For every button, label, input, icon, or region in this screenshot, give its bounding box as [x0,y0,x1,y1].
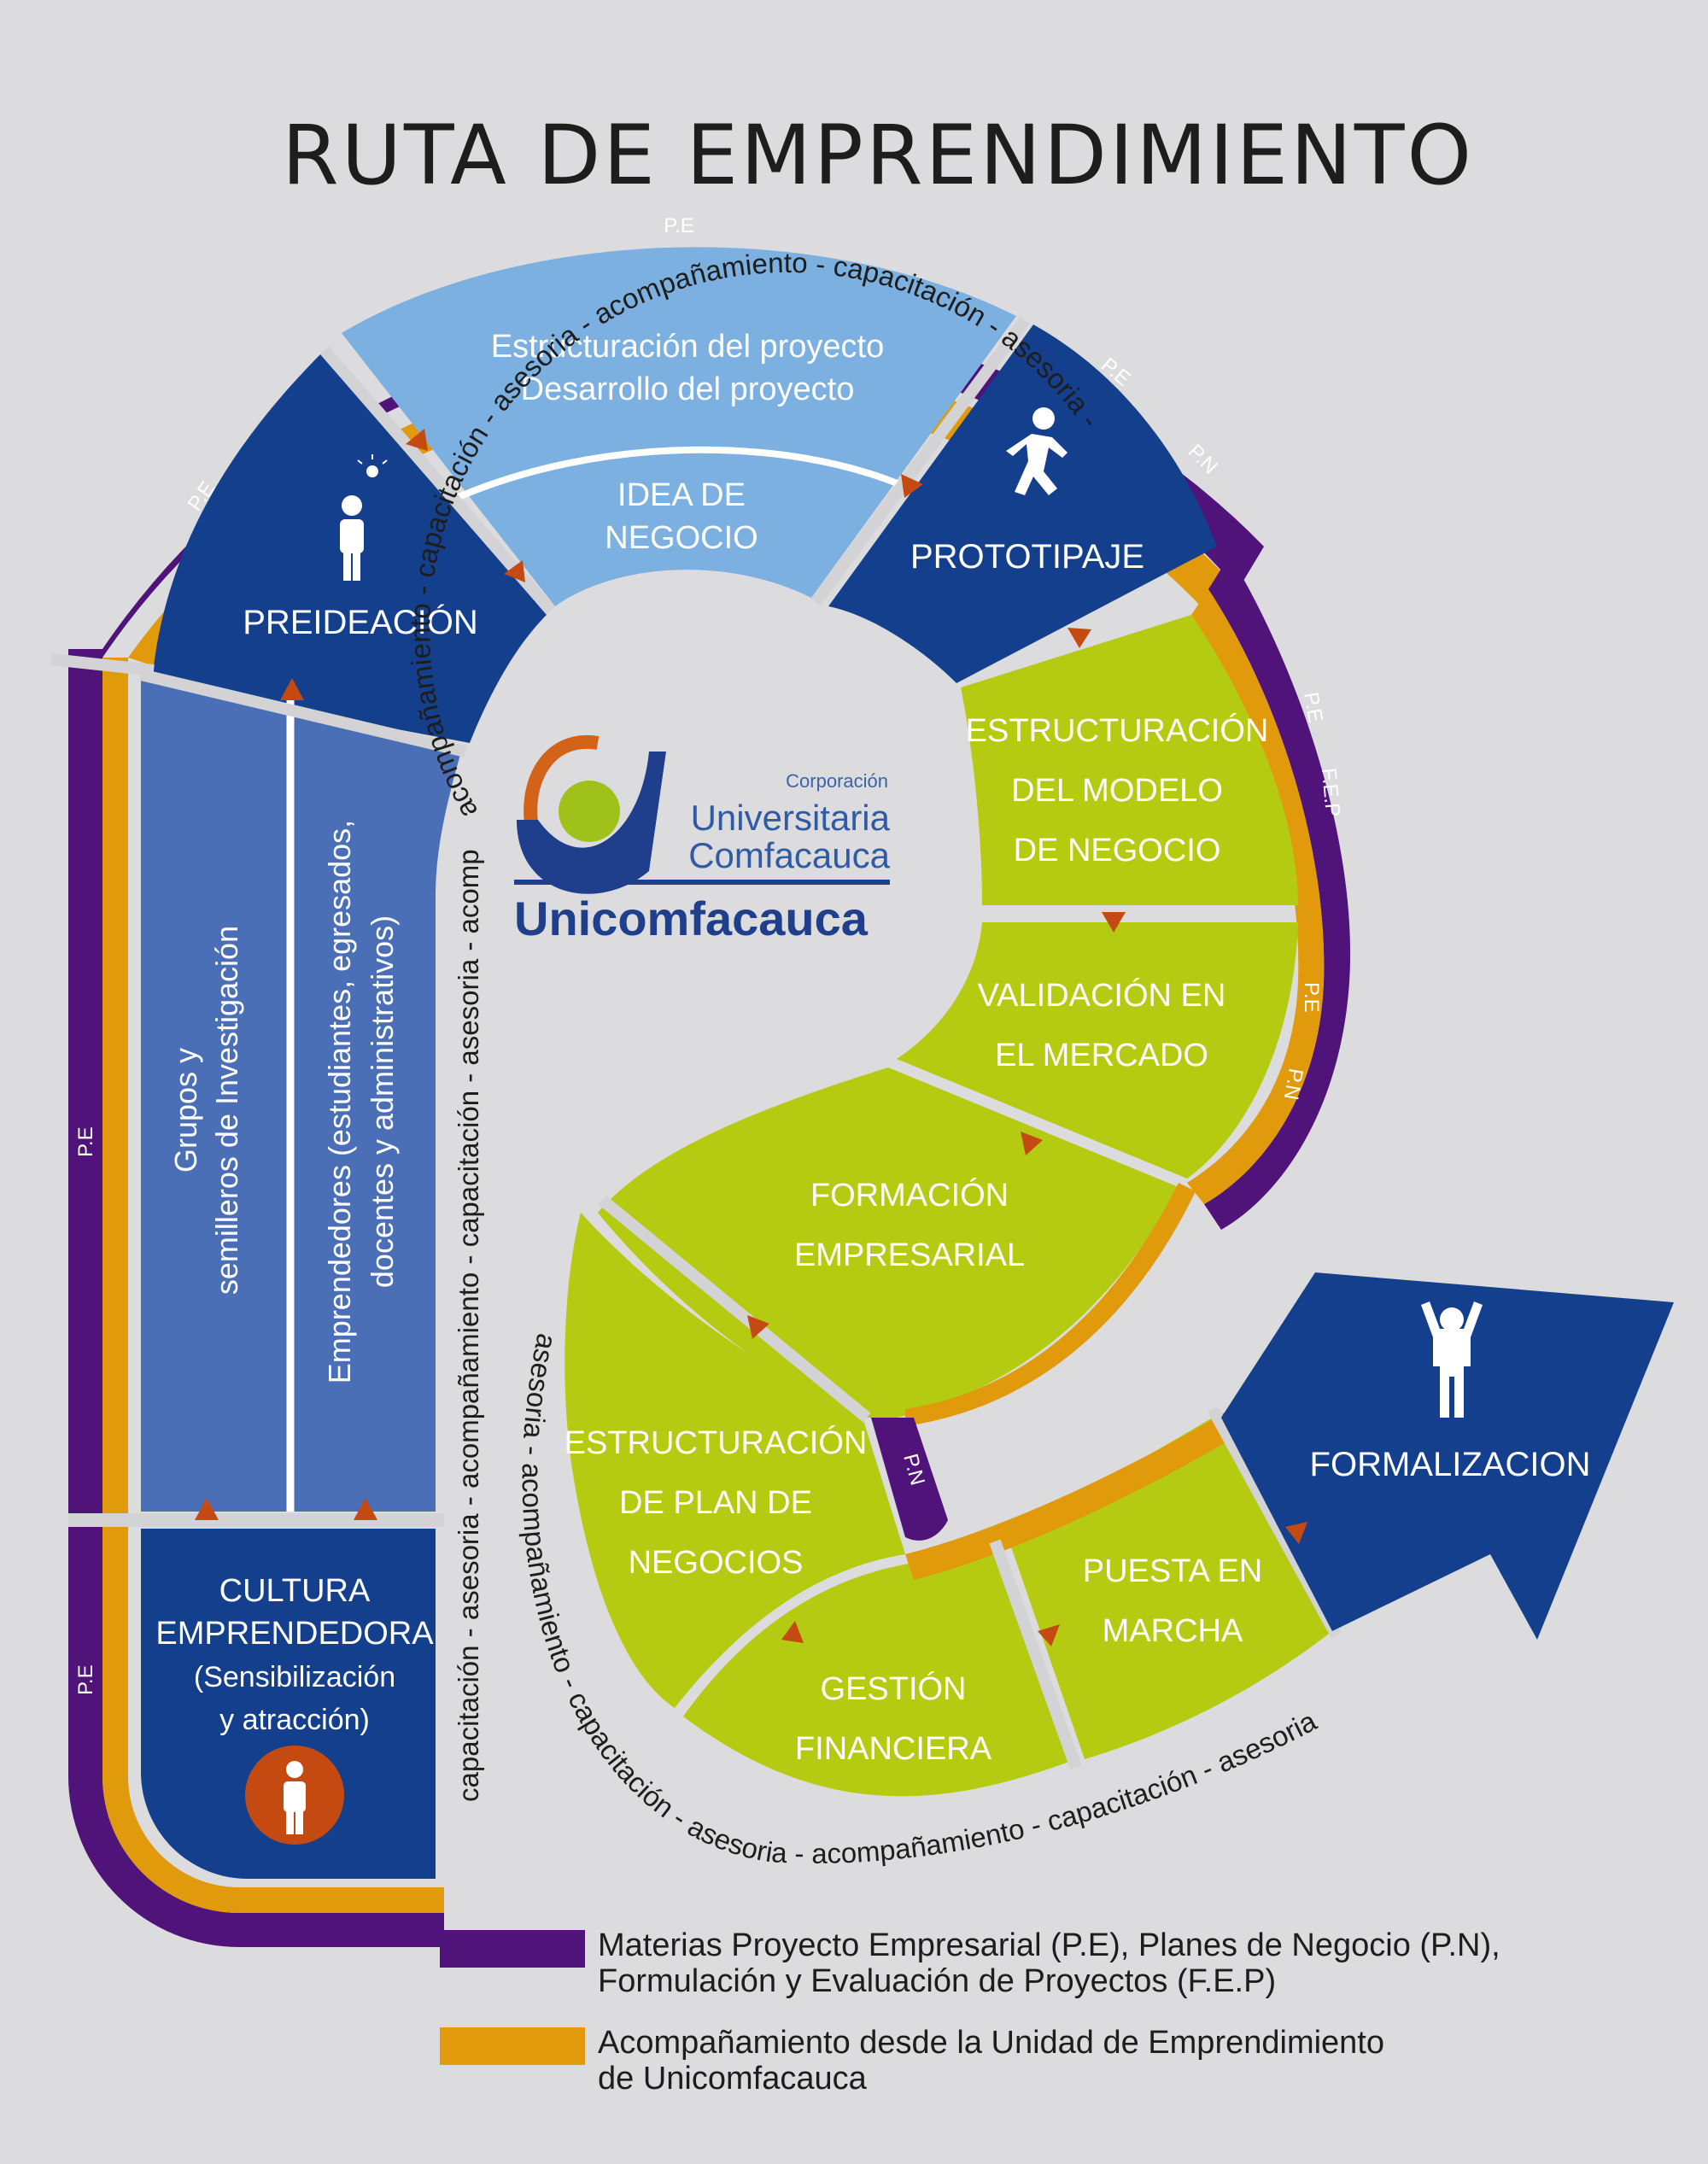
label-cultura-4: y atracción) [219,1704,370,1736]
stage-modelo-negocio [961,615,1298,905]
pe-band-left [68,649,444,1947]
label-formalizacion: FORMALIZACION [1310,1446,1591,1483]
label-idea-2: NEGOCIO [605,520,757,556]
pe-band-top [102,319,1264,658]
logo-corporacion: Corporación [786,770,888,792]
globe-icon [559,781,620,842]
lower-sectors [564,1195,1358,1797]
stage-gestion [683,1546,1076,1797]
stage-validacion [897,922,1298,1179]
label-cultura-1: CULTURA [219,1573,371,1609]
band-pe-right: P.E [1299,690,1327,724]
band-fep-right: F.E.P [1317,767,1344,817]
label-formacion-1: FORMACIÓN [810,1177,1009,1214]
legend-text-1b: Formulación y Evaluación de Proyectos (F… [598,1963,1276,1999]
stage-plan-negocios [564,1213,905,1708]
person-icon [245,1746,344,1845]
stage-idea-negocio [342,247,1016,606]
label-formacion-2: EMPRESARIAL [794,1237,1025,1273]
label-plan-3: NEGOCIOS [629,1545,804,1581]
arrow-11 [280,678,304,700]
legend: Materias Proyecto Empresarial (P.E), Pla… [440,1927,1500,2097]
arrow-8 [781,1621,804,1643]
band-pe-left2: P.E [74,1664,97,1695]
band-pe-top: P.E [664,214,694,237]
arrow-5 [1102,912,1126,933]
pe-band-right [1204,555,1351,1230]
upper-arc [154,247,1217,743]
label-grupos-1: Grupos y [168,1048,203,1173]
label-prototipaje: PROTOTIPAJE [910,538,1144,576]
logo-blue-swoosh [517,752,666,894]
stage-cultura [141,1529,436,1879]
label-idea-1: IDEA DE [617,477,746,513]
legend-swatch-purple [440,1930,585,1968]
arrow-3 [901,474,923,498]
arrow-4 [1068,628,1091,648]
legend-text-1a: Materias Proyecto Empresarial (P.E), Pla… [598,1927,1500,1963]
band-labels: P.E P.E P.E P.N P.E F.E.P P.E P.N P.E P.… [74,214,1344,1695]
stage-formalizacion [1221,1272,1674,1640]
label-puesta-1: PUESTA EN [1083,1553,1262,1589]
label-modelo-1: ESTRUCTURACIÓN [966,712,1269,749]
band-pe-right2: P.E [1300,982,1323,1013]
label-cultura-3: (Sensibilización [194,1661,395,1693]
label-idea-top-2: Desarrollo del proyecto [521,371,855,407]
label-emprendedores-2: docentes y administrativos) [365,915,400,1288]
idea-inner-arc [451,446,907,503]
band-pn-topright: P.N [1184,440,1222,478]
logo: Corporación Universitaria Comfacauca Uni… [514,734,891,945]
band-pe-left: P.E [74,1126,97,1157]
logo-comfacauca: Comfacauca [688,835,890,875]
arrow-6 [1021,1132,1043,1155]
stage-prototipaje [828,325,1217,683]
label-gestion-2: FINANCIERA [795,1731,992,1767]
label-validacion-1: VALIDACIÓN EN [978,977,1226,1014]
flow-arrows [195,429,1307,1646]
arrow-12 [195,1498,219,1520]
label-validacion-2: EL MERCADO [995,1038,1208,1073]
label-modelo-2: DEL MODELO [1011,773,1223,809]
arrow-10 [1285,1522,1307,1544]
label-plan-2: DE PLAN DE [619,1485,812,1521]
arrow-1 [406,429,428,451]
orange-band-right [1187,589,1325,1204]
stage-formacion [598,1067,1179,1418]
logo-universitaria: Universitaria [691,798,891,838]
label-plan-1: ESTRUCTURACIÓN [564,1424,868,1461]
label-gestion-1: GESTIÓN [820,1670,966,1707]
left-columns [50,653,467,1879]
label-cultura-2: EMPRENDEDORA [155,1616,434,1652]
label-emprendedores-1: Emprendedores (estudiantes, egresados, [322,820,357,1383]
label-grupos-2: semilleros de Investigación [209,926,244,1295]
lime-sectors [598,615,1298,1426]
legend-swatch-orange [440,2027,585,2065]
arrow-13 [354,1498,377,1520]
label-preideacion: PREIDEACIÓN [243,603,478,641]
logo-brand: Unicomfacauca [514,892,869,945]
label-puesta-2: MARCHA [1103,1613,1243,1649]
person-walking-icon [1006,407,1068,495]
right-bands [1187,555,1351,1230]
legend-text-2a: Acompañamiento desde la Unidad de Empren… [598,2025,1384,2061]
arrow-2 [504,560,525,582]
column-blue [141,675,461,1512]
label-idea-top-1: Estructuración del proyecto [491,329,884,365]
person-lightbulb-icon [340,454,388,581]
page-title: RUTA DE EMPRENDIMIENTO [282,108,1474,203]
label-modelo-3: DE NEGOCIO [1014,833,1221,869]
arrow-9 [1038,1624,1060,1646]
pn-tab [871,1418,948,1541]
arrow-7 [747,1315,769,1339]
band-pn-right2: P.N [1279,1067,1307,1102]
stage-labels: Estructuración del proyecto Desarrollo d… [155,329,1590,1767]
legend-text-2b: de Unicomfacauca [598,2061,868,2097]
person-cheering-icon [1421,1301,1483,1418]
